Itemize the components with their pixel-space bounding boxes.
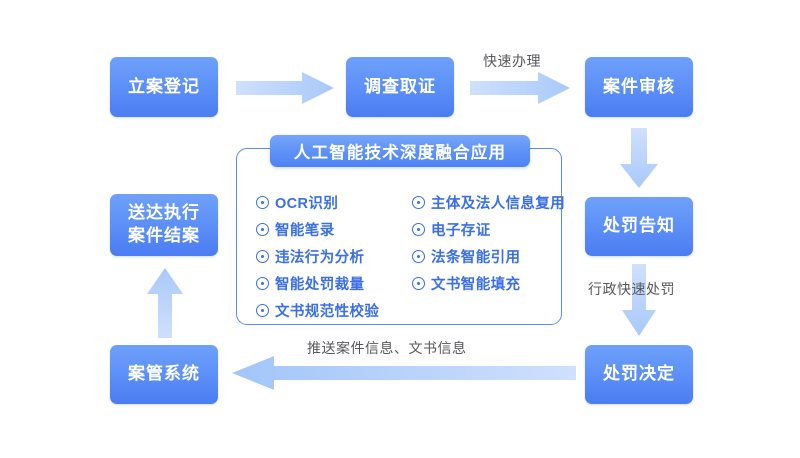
feature-label: 文书规范性校验 xyxy=(275,304,380,320)
arrow-left-decision-to-casemgmt xyxy=(232,356,576,390)
radio-dot-icon xyxy=(412,196,425,209)
feature-label: 智能处罚裁量 xyxy=(275,277,365,293)
feature-label: 法条智能引用 xyxy=(431,250,521,266)
node-notice[interactable]: 处罚告知 xyxy=(585,197,693,256)
feature-item[interactable]: 文书智能填充 xyxy=(412,273,565,294)
label-push-info: 推送案件信息、文书信息 xyxy=(307,340,467,356)
ai-capability-panel xyxy=(236,148,562,325)
ai-feature-list: OCR识别 主体及法人信息复用 智能笔录 电子存证 违法行为分析 法条智能引用 … xyxy=(256,192,565,321)
radio-dot-icon xyxy=(412,223,425,236)
feature-label: OCR识别 xyxy=(275,196,339,212)
feature-label: 电子存证 xyxy=(431,223,491,239)
feature-label: 文书智能填充 xyxy=(431,277,521,293)
feature-item[interactable]: 文书规范性校验 xyxy=(256,300,408,321)
node-decision[interactable]: 处罚决定 xyxy=(585,345,693,404)
radio-dot-icon xyxy=(412,250,425,263)
node-closing[interactable]: 送达执行 案件结案 xyxy=(110,194,218,256)
radio-dot-icon xyxy=(256,304,269,317)
feature-label: 违法行为分析 xyxy=(275,250,365,266)
feature-item[interactable]: 智能处罚裁量 xyxy=(256,273,408,294)
feature-item[interactable]: 主体及法人信息复用 xyxy=(412,192,565,213)
node-investigate[interactable]: 调查取证 xyxy=(346,57,454,117)
radio-dot-icon xyxy=(412,277,425,290)
arrow-right-investigate-to-review xyxy=(470,72,570,104)
label-fast-handling: 快速办理 xyxy=(483,53,541,69)
feature-item[interactable]: OCR识别 xyxy=(256,192,408,213)
radio-dot-icon xyxy=(256,250,269,263)
arrow-up-casemgmt-to-closing xyxy=(147,268,183,338)
feature-label: 智能笔录 xyxy=(275,223,335,239)
node-filing[interactable]: 立案登记 xyxy=(110,57,218,117)
radio-dot-icon xyxy=(256,196,269,209)
feature-item[interactable]: 法条智能引用 xyxy=(412,246,565,267)
feature-label: 主体及法人信息复用 xyxy=(431,196,566,212)
radio-dot-icon xyxy=(256,223,269,236)
node-casemgmt[interactable]: 案管系统 xyxy=(110,345,218,404)
label-fast-penalty: 行政快速处罚 xyxy=(588,281,675,297)
node-review[interactable]: 案件审核 xyxy=(585,57,693,117)
feature-item[interactable]: 违法行为分析 xyxy=(256,246,408,267)
feature-item[interactable]: 电子存证 xyxy=(412,219,565,240)
feature-item[interactable]: 智能笔录 xyxy=(256,219,408,240)
arrow-down-notice-to-decision xyxy=(622,264,656,336)
arrow-right-filing-to-investigate xyxy=(236,72,334,104)
arrow-down-review-to-notice xyxy=(620,128,658,188)
ai-panel-title: 人工智能技术深度融合应用 xyxy=(270,135,530,167)
radio-dot-icon xyxy=(256,277,269,290)
